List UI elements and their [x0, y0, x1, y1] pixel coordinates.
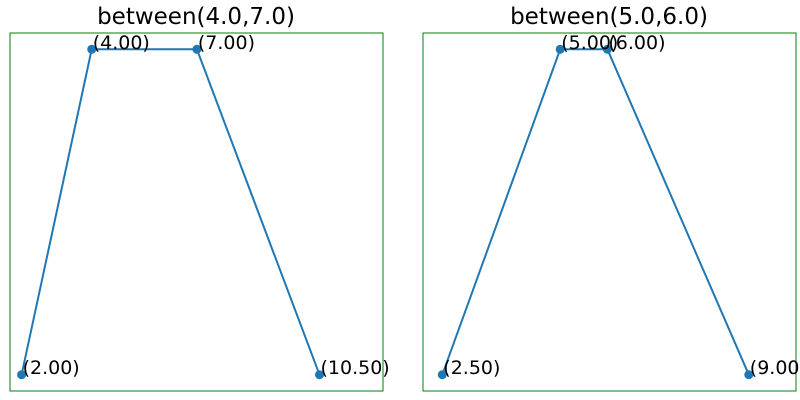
chart-2-point-3	[602, 44, 612, 54]
chart-1-frame	[9, 32, 384, 392]
chart-2-points	[437, 44, 754, 380]
chart-1-point-labels: (2.00) (4.00) (7.00) (10.50)	[23, 32, 390, 379]
chart-1-point-2	[87, 44, 97, 54]
chart-1-point-1	[17, 370, 27, 380]
chart-1-point-4	[315, 370, 324, 380]
chart-panel-1: between(4.0,7.0) (2.00) (4.00) (7.00) (10.5…	[9, 4, 390, 392]
chart-1-series-line	[20, 48, 321, 376]
chart-2-point-4	[744, 370, 754, 380]
chart-2-point-label-1: (2.50)	[443, 357, 500, 379]
chart-2-point-label-4: (9.00)	[750, 357, 800, 379]
chart-2-point-2	[555, 44, 565, 54]
chart-2-point-labels: (2.50) (5.00)(6.00) (9.00)	[443, 32, 800, 379]
chart-1-point-3	[192, 44, 202, 54]
chart-2-point-label-3: (6.00)	[608, 32, 665, 54]
chart-2-point-label-2: (5.00)	[561, 32, 618, 54]
chart-1-point-label-1: (2.00)	[23, 357, 80, 379]
chart-1-point-label-4: (10.50)	[321, 357, 390, 379]
chart-2-title: between(5.0,6.0)	[510, 4, 708, 30]
chart-2-frame	[422, 32, 797, 392]
chart-1-points	[17, 44, 324, 380]
chart-2-point-1	[437, 370, 447, 380]
chart-1-title: between(4.0,7.0)	[97, 4, 295, 30]
chart-panel-2: between(5.0,6.0) (2.50) (5.00)(6.00) (9.00…	[422, 4, 800, 392]
chart-1-point-label-2: (4.00)	[93, 32, 150, 54]
chart-2-series-line	[441, 48, 750, 376]
chart-1-point-label-3: (7.00)	[198, 32, 255, 54]
